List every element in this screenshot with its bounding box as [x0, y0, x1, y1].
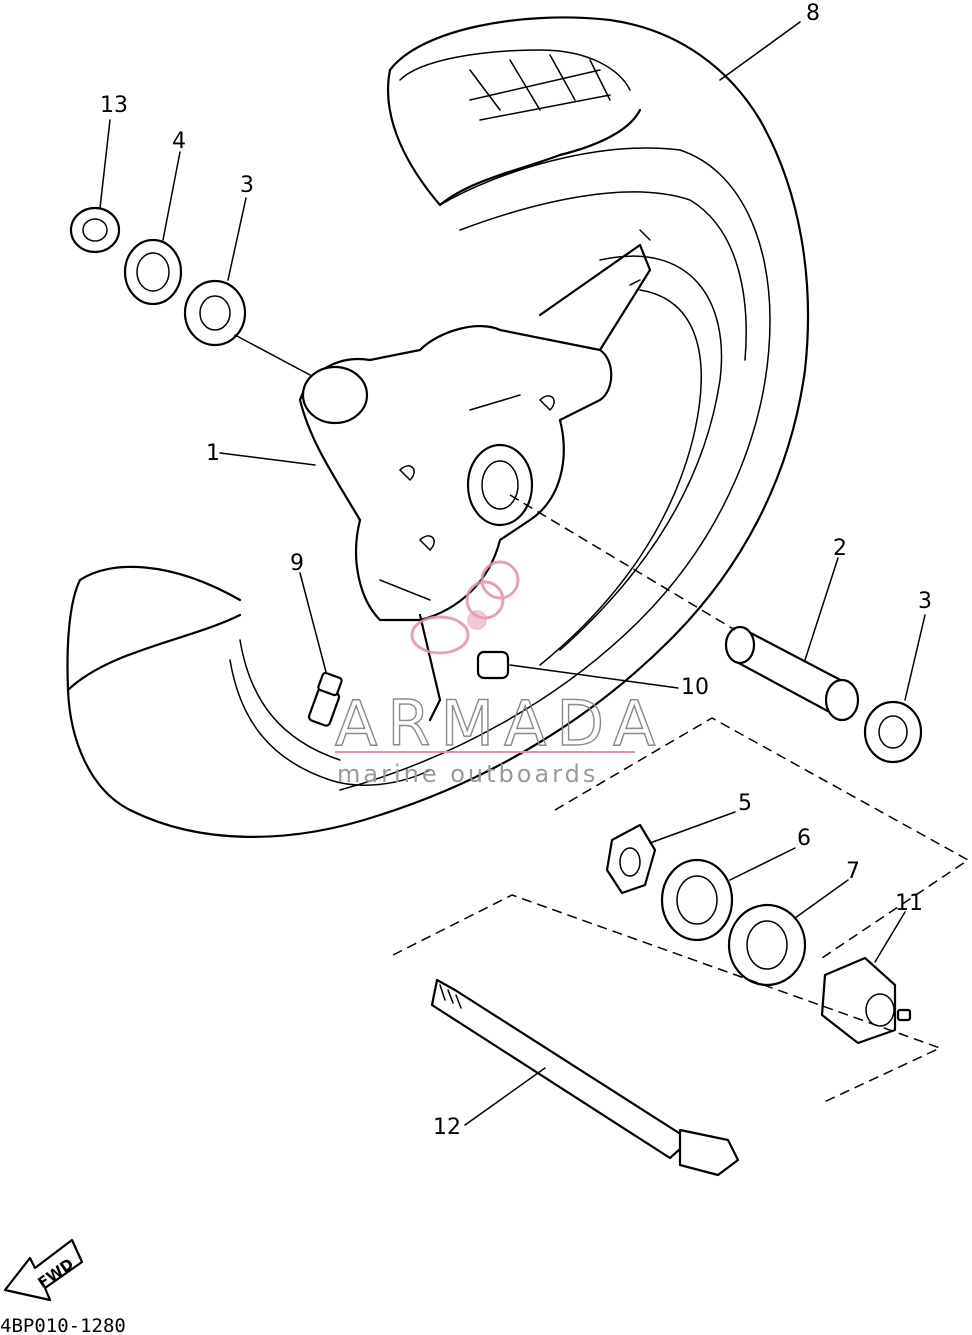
callout-1: 1 — [206, 441, 220, 466]
axis-line — [509, 494, 736, 631]
valve-part-9 — [307, 671, 343, 727]
callout-6: 6 — [797, 826, 811, 851]
fwd-arrow-icon: FWD — [3, 1238, 84, 1302]
hub-part-1 — [298, 229, 652, 722]
callout-2: 2 — [833, 536, 847, 561]
watermark-title: ARMADA — [335, 687, 665, 760]
washer-part-6 — [660, 858, 734, 942]
seal-part-7 — [727, 903, 807, 987]
assembly-box-upper — [554, 717, 970, 959]
collar-part-13 — [69, 206, 121, 254]
hub-bore — [466, 443, 534, 527]
callout-7: 7 — [846, 859, 860, 884]
watermark-logo-icon — [410, 560, 520, 655]
spacer-part-2 — [724, 625, 860, 722]
callout-12: 12 — [433, 1115, 461, 1140]
callout-3-right: 3 — [918, 589, 932, 614]
leader-lines — [99, 21, 926, 1126]
bearing-part-3-left — [183, 279, 247, 347]
callout-3-left: 3 — [240, 173, 254, 198]
assembly-box-lower — [392, 894, 942, 1104]
callout-11: 11 — [895, 891, 923, 916]
callout-8: 8 — [806, 1, 820, 26]
callout-13: 13 — [100, 93, 128, 118]
axle-part-12 — [430, 978, 740, 1177]
tire-part-8 — [66, 16, 810, 839]
drive-unit-part-11 — [820, 956, 912, 1045]
bearing-part-3-right — [863, 700, 923, 764]
bearing-part-4 — [123, 238, 183, 306]
callout-10: 10 — [681, 675, 709, 700]
callout-4: 4 — [172, 129, 186, 154]
watermark: ARMADA marine outboards — [334, 560, 665, 788]
gear-part-5 — [605, 823, 657, 895]
callout-9: 9 — [290, 551, 304, 576]
hub-flange — [301, 365, 369, 425]
callout-5: 5 — [738, 791, 752, 816]
drawing-code: 4BP010-1280 — [0, 1315, 126, 1335]
watermark-subtitle: marine outboards — [337, 760, 598, 788]
balance-weight-part-10 — [476, 650, 510, 680]
